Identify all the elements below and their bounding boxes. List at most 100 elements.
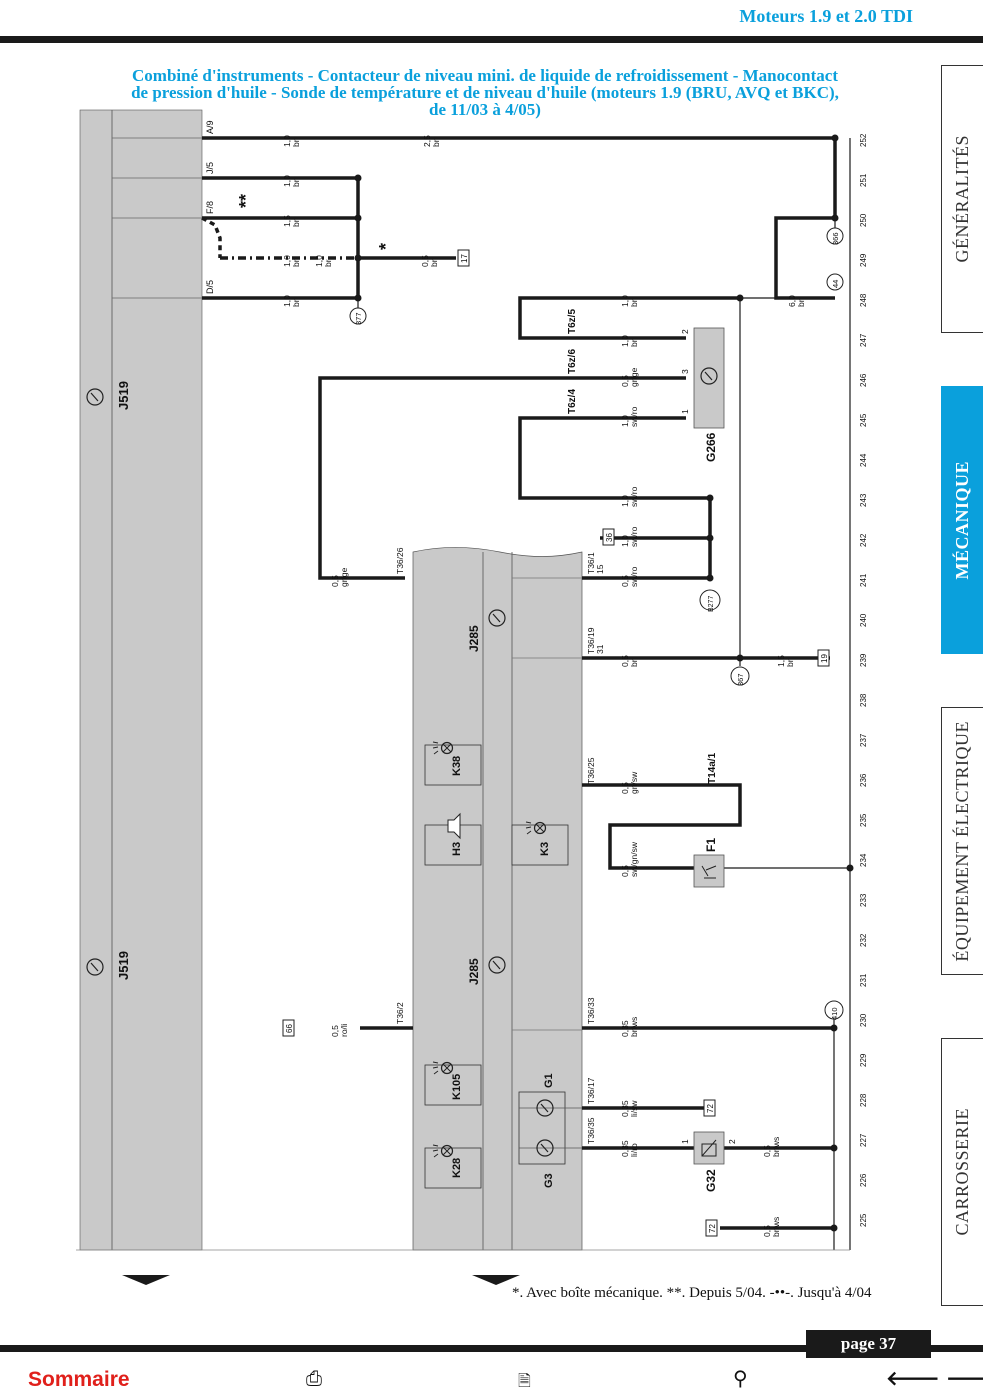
tab-mecanique[interactable]: MÉCANIQUE	[941, 386, 983, 654]
track-number: 247	[859, 333, 868, 347]
wire-w249a: 1,0br	[282, 255, 301, 267]
ref-72-a-label: 72	[706, 1104, 715, 1113]
wire-w239b: 1,5br	[776, 655, 795, 667]
page-number: page 37	[806, 1330, 931, 1358]
pin-j5: J/5	[205, 162, 215, 174]
track-number: 241	[859, 573, 868, 587]
label-j519-top: J519	[116, 381, 131, 410]
wire-w241b: 0,5sw/ro	[620, 566, 639, 587]
title-line-1: Combiné d'instruments - Contacteur de ni…	[132, 66, 838, 85]
track-numbers: 2522512502492482472462452442432422412402…	[859, 133, 868, 1227]
label-g32: G32	[704, 1169, 718, 1192]
wire-w225: 0,5br/ws	[762, 1217, 781, 1237]
document-icon[interactable]: 🗎	[518, 1371, 531, 1390]
pin-g266-1: 1	[680, 409, 690, 414]
buzzer-icon	[447, 812, 461, 840]
g1-g3-box	[518, 1091, 566, 1165]
tab-carrosserie[interactable]: CARROSSERIE	[941, 1038, 983, 1306]
track-number: 242	[859, 533, 868, 547]
pin-g266-2: 2	[680, 329, 690, 334]
wire-w252a: 1,0br	[282, 135, 301, 147]
track-number: 229	[859, 1053, 868, 1067]
continuation-arrow-left	[122, 1275, 170, 1285]
pin-t36-35: T36/35	[586, 1117, 596, 1144]
note-double: **	[236, 194, 256, 208]
pin-t6z6: T6z/6	[567, 349, 578, 374]
wire-w249b: 1,0br	[314, 255, 333, 267]
ground-b277: B277	[699, 589, 721, 612]
level-sensor-icon	[701, 1139, 717, 1157]
pin-t36-19: T36/19	[586, 627, 596, 654]
track-number: 251	[859, 173, 868, 187]
previous-page-icon[interactable]: 🡐	[886, 1366, 940, 1390]
label-k105: K105	[451, 1074, 463, 1100]
tab-generalites[interactable]: GÉNÉRALITÉS	[941, 65, 983, 333]
wire-w243: 1,0sw/ro	[620, 486, 639, 507]
label-j519-bottom: J519	[116, 951, 131, 980]
track-number: 243	[859, 493, 868, 507]
label-f1: F1	[704, 838, 718, 852]
sommaire-link[interactable]: Sommaire	[28, 1368, 130, 1391]
track-number: 239	[859, 653, 868, 667]
pin-d5: D/5	[205, 280, 215, 294]
pin-t36-1-n: 15	[595, 564, 605, 574]
wire-w245: 1,0sw/ro	[620, 406, 639, 427]
pin-t36-2: T36/2	[395, 1002, 405, 1024]
ground-366: 366	[826, 227, 844, 245]
wire-w239a: 0,5br	[620, 655, 639, 667]
next-page-icon[interactable]: 🡒	[946, 1366, 983, 1390]
label-h3: H3	[451, 842, 463, 856]
track-number: 232	[859, 933, 868, 947]
ref-17	[457, 249, 470, 267]
wire-w227b: 0,5br/ws	[762, 1137, 781, 1157]
pin-a9: A/9	[205, 120, 215, 134]
k3-box	[511, 824, 569, 866]
svg-text:44: 44	[831, 280, 840, 288]
track-number: 236	[859, 773, 868, 787]
top-rule	[0, 36, 983, 43]
wire-w252: 2,5br	[422, 135, 441, 147]
pin-t14a1: T14a/1	[707, 752, 718, 784]
label-j285-top: J285	[467, 625, 481, 652]
title-line-3: de 11/03 à 4/05)	[429, 100, 541, 119]
pin-g32-1: 1	[680, 1139, 690, 1144]
ground-377: 377	[349, 307, 367, 325]
label-k38: K38	[451, 756, 463, 776]
pin-t36-33: T36/33	[586, 997, 596, 1024]
pin-f8: F/8	[205, 201, 215, 214]
continuation-arrow-right	[472, 1275, 520, 1285]
svg-text:410: 410	[830, 1007, 839, 1020]
ref-19-label: 19	[820, 654, 829, 663]
ref-36-label: 36	[605, 533, 614, 542]
pin-t36-1: T36/1	[586, 552, 596, 574]
print-icon[interactable]: ⎙	[306, 1366, 322, 1390]
wire-w228: 0,35li/sw	[620, 1100, 639, 1117]
search-icon[interactable]: ⚲	[733, 1366, 748, 1390]
svg-text:377: 377	[354, 312, 363, 325]
label-k3: K3	[539, 842, 551, 856]
pin-t36-17: T36/17	[586, 1077, 596, 1104]
g266-body	[693, 327, 725, 429]
wire-w249c: 0,5br	[420, 255, 439, 267]
track-number: 248	[859, 293, 868, 307]
track-number: 237	[859, 733, 868, 747]
track-number: 228	[859, 1093, 868, 1107]
svg-text:B277: B277	[708, 596, 715, 612]
wire-w234: 0,5sw/gn/sw	[620, 841, 639, 877]
track-number: 231	[859, 973, 868, 987]
track-number: 245	[859, 413, 868, 427]
bottom-rule	[0, 1345, 983, 1352]
wire-w230a: 0,5ro/li	[330, 1023, 349, 1037]
track-number: 230	[859, 1013, 868, 1027]
label-j285-bottom: J285	[467, 958, 481, 985]
document-title: Combiné d'instruments - Contacteur de ni…	[50, 67, 920, 118]
tab-equipement-electrique[interactable]: ÉQUIPEMENT ÉLECTRIQUE	[941, 707, 983, 975]
ground-410: 410	[824, 1000, 844, 1020]
track-number: 252	[859, 133, 868, 147]
track-number: 249	[859, 253, 868, 267]
track-number: 226	[859, 1173, 868, 1187]
ref-72-a	[703, 1099, 716, 1117]
wire-w236: 0,5gn/sw	[620, 771, 639, 794]
ref-72-b-label: 72	[708, 1224, 717, 1233]
